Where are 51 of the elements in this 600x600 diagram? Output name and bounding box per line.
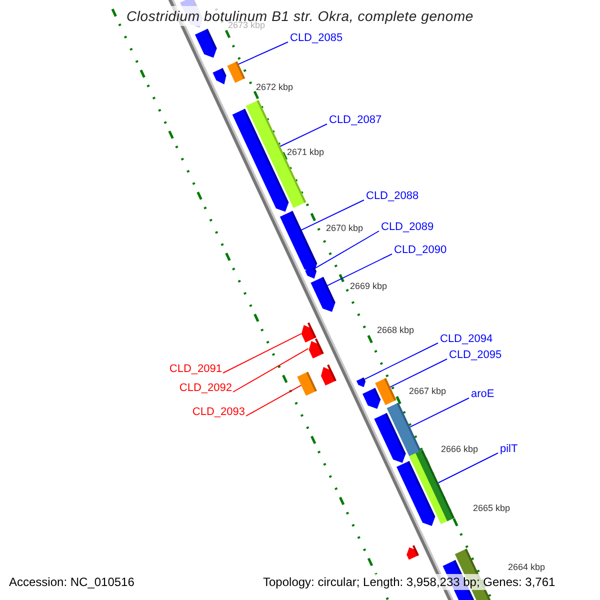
- gene-feature: [308, 338, 324, 358]
- leader-line: [238, 42, 288, 65]
- gene-feature: [356, 377, 366, 388]
- gene-label: CLD_2087: [329, 113, 382, 127]
- accession-text: Accession: NC_010516: [8, 574, 136, 590]
- position-label: 2665 kbp: [473, 502, 510, 514]
- leader-line: [314, 230, 380, 269]
- gene-feature: [212, 68, 226, 84]
- gene-feature: [301, 322, 316, 342]
- leader-line: [246, 384, 302, 416]
- leader-line: [301, 200, 364, 230]
- gene-block: [246, 100, 306, 208]
- leader-line: [232, 348, 309, 392]
- position-label: 2669 kbp: [350, 280, 388, 292]
- gene-feature: [305, 266, 316, 279]
- position-label: 2667 kbp: [409, 385, 446, 397]
- gene-block: [227, 61, 246, 83]
- position-label: 2673 kbp: [228, 20, 266, 31]
- gene-feature: [280, 210, 318, 273]
- gene-block: [375, 378, 396, 406]
- gene-feature: [406, 545, 419, 560]
- leader-line: [390, 358, 448, 388]
- gene-label: CLD_2092: [179, 381, 232, 395]
- leader-line: [409, 398, 470, 428]
- leader-line: [326, 254, 392, 286]
- gene-feature: [362, 388, 381, 409]
- gene-label: pilT: [500, 442, 518, 456]
- leader-line: [438, 452, 498, 484]
- gene-feature: [310, 276, 336, 312]
- position-label: 2672 kbp: [256, 81, 294, 93]
- gene-label: CLD_2088: [366, 189, 419, 203]
- leader-line: [364, 342, 438, 380]
- gene-label: CLD_2089: [381, 220, 434, 234]
- position-label: 2666 kbp: [441, 443, 478, 455]
- gene-label: aroE: [471, 387, 494, 401]
- position-label: 2664 kbp: [508, 561, 546, 573]
- gene-block: [297, 372, 317, 396]
- gene-label: CLD_2091: [169, 362, 222, 376]
- gene-label: CLD_2094: [440, 332, 493, 346]
- gene-label: CLD_2095: [449, 348, 502, 362]
- gene-feature: [194, 28, 217, 58]
- gene-label: CLD_2085: [290, 31, 343, 45]
- position-label: 2671 kbp: [287, 146, 324, 158]
- gene-label: CLD_2090: [394, 243, 447, 257]
- gene-label: CLD_2093: [192, 405, 245, 419]
- gene-feature: [320, 364, 336, 386]
- position-label: 2668 kbp: [377, 324, 414, 336]
- leader-line: [222, 333, 302, 374]
- position-label: 2670 kbp: [326, 222, 364, 234]
- leader-line: [280, 124, 328, 147]
- genome-stats-text: Topology: circular; Length: 3,958,233 bp; Genes: 3,761: [262, 574, 556, 590]
